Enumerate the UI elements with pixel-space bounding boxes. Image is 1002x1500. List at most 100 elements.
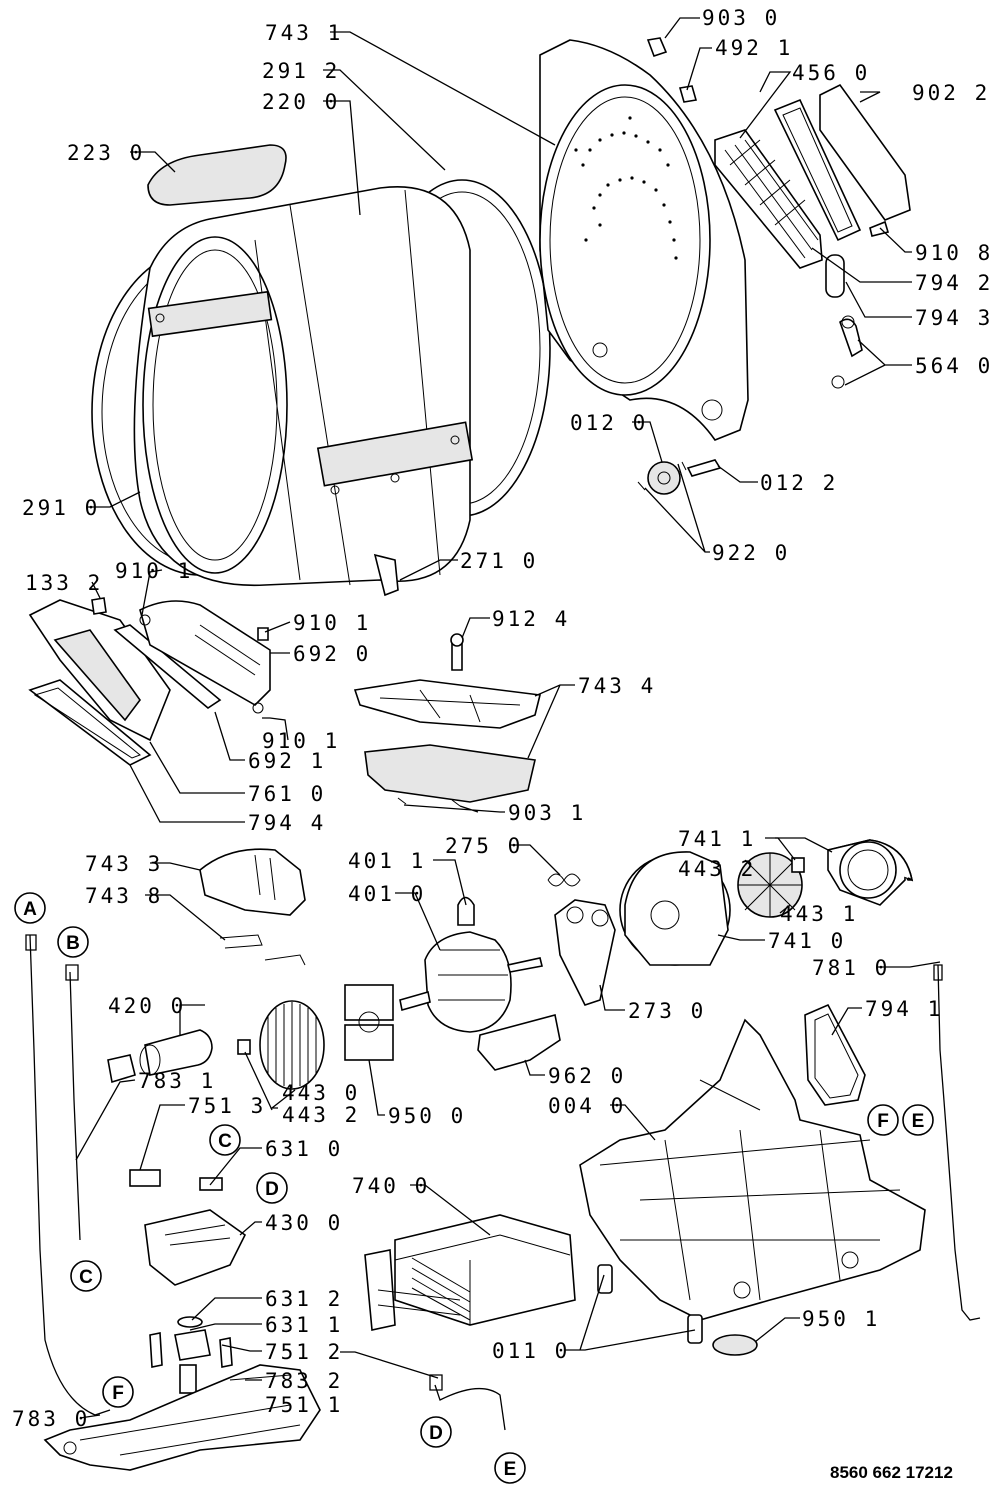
part-label: 291 2 — [262, 59, 340, 83]
part-label: 740 0 — [352, 1174, 430, 1198]
svg-text:E: E — [912, 1111, 925, 1132]
part-label: 741 0 — [768, 929, 846, 953]
svg-text:B: B — [66, 933, 80, 954]
svg-text:F: F — [877, 1111, 889, 1132]
part-label: 291 0 — [22, 496, 100, 520]
part-label: 692 0 — [293, 642, 371, 666]
leader-lines — [75, 17, 941, 1419]
part-label: 743 1 — [265, 21, 343, 45]
part-label: 220 0 — [262, 90, 340, 114]
part-label: 783 2 — [265, 1369, 343, 1393]
rear-bulkhead — [539, 39, 749, 441]
part-label: 012 2 — [760, 471, 838, 495]
part-label: 223 0 — [67, 141, 145, 165]
hose-d-e — [434, 1384, 506, 1431]
part-label: 004 0 — [548, 1094, 626, 1118]
foot-pad — [712, 1334, 758, 1356]
part-label: 783 1 — [138, 1069, 216, 1093]
hose-b — [69, 971, 81, 1241]
belt-tensioner — [554, 899, 616, 1006]
part-label: 401 0 — [348, 882, 426, 906]
part-label: 743 4 — [578, 674, 656, 698]
part-label: 273 0 — [628, 999, 706, 1023]
duct-gasket — [804, 1003, 866, 1106]
part-label: 401 1 — [348, 849, 426, 873]
control-board — [129, 1169, 247, 1286]
part-label: 271 0 — [460, 549, 538, 573]
part-label: 564 0 — [915, 354, 993, 378]
part-label: 903 0 — [702, 6, 780, 30]
part-label: 910 1 — [115, 559, 193, 583]
part-label: 950 0 — [388, 1104, 466, 1128]
motor-shield — [477, 1014, 561, 1071]
fan-cover — [827, 839, 914, 906]
front-bulkhead-parts — [28, 599, 271, 766]
part-label: 631 0 — [265, 1137, 343, 1161]
part-label: 631 1 — [265, 1313, 343, 1337]
thermostat — [174, 1329, 211, 1361]
drawing-reference-number: 8560 662 17212 — [830, 1463, 953, 1482]
connector-f-base: F — [867, 1104, 899, 1136]
motor-bracket — [199, 848, 306, 916]
drain-hose-right — [937, 964, 981, 1321]
part-label: 903 1 — [508, 801, 586, 825]
part-label: 950 1 — [802, 1307, 880, 1331]
part-label: 443 0 — [282, 1081, 360, 1105]
filter-housing — [714, 129, 823, 269]
part-label: 011 0 — [492, 1339, 570, 1363]
part-label: 133 2 — [25, 571, 103, 595]
part-label: 910 1 — [262, 729, 340, 753]
part-label: 443 2 — [678, 857, 756, 881]
part-label: 741 1 — [678, 827, 756, 851]
capacitor — [107, 1029, 213, 1084]
part-label: 794 4 — [248, 811, 326, 835]
part-label: 492 1 — [715, 36, 793, 60]
part-label: 631 2 — [265, 1287, 343, 1311]
part-label: 443 1 — [780, 902, 858, 926]
svg-text:C: C — [218, 1131, 232, 1152]
drum-bearing — [647, 461, 681, 495]
part-label: 912 4 — [492, 607, 570, 631]
drum-baffle — [147, 144, 287, 206]
part-label: 794 1 — [865, 997, 943, 1021]
connector-d-hose: D — [420, 1416, 452, 1448]
part-label: 751 2 — [265, 1340, 343, 1364]
connector-d-board: D — [256, 1172, 288, 1204]
connector-f-hose: F — [102, 1376, 134, 1408]
svg-text:A: A — [23, 899, 37, 920]
part-label: 783 0 — [12, 1407, 90, 1431]
svg-text:D: D — [265, 1179, 279, 1200]
fan-impeller — [259, 1000, 325, 1090]
drum — [133, 186, 474, 587]
connector-e-base: E — [902, 1104, 934, 1136]
part-label: 456 0 — [792, 61, 870, 85]
part-label: 751 1 — [265, 1393, 343, 1417]
part-label: 794 2 — [915, 271, 993, 295]
part-label: 443 2 — [282, 1103, 360, 1127]
part-label: 761 0 — [248, 782, 326, 806]
motor — [399, 896, 543, 1033]
condenser-tray — [43, 1364, 321, 1471]
part-label: 910 8 — [915, 241, 993, 265]
svg-text:C: C — [79, 1267, 93, 1288]
heater-box — [364, 1214, 576, 1331]
part-label: 922 0 — [712, 541, 790, 565]
blower-housing — [619, 851, 803, 966]
part-label: 781 0 — [812, 956, 890, 980]
part-label: 692 1 — [248, 749, 326, 773]
duct-insulation — [364, 744, 536, 803]
part-label: 962 0 — [548, 1064, 626, 1088]
part-label: 794 3 — [915, 306, 993, 330]
svg-text:E: E — [504, 1459, 517, 1480]
connector-e-hose: E — [494, 1452, 526, 1484]
svg-text:F: F — [112, 1383, 124, 1404]
part-label: 012 0 — [570, 411, 648, 435]
hose-a — [29, 934, 111, 1416]
part-label: 902 2 — [912, 81, 990, 105]
part-label: 743 3 — [85, 852, 163, 876]
foot — [597, 1264, 613, 1294]
duct-cover — [353, 679, 541, 729]
svg-text:D: D — [429, 1423, 443, 1444]
